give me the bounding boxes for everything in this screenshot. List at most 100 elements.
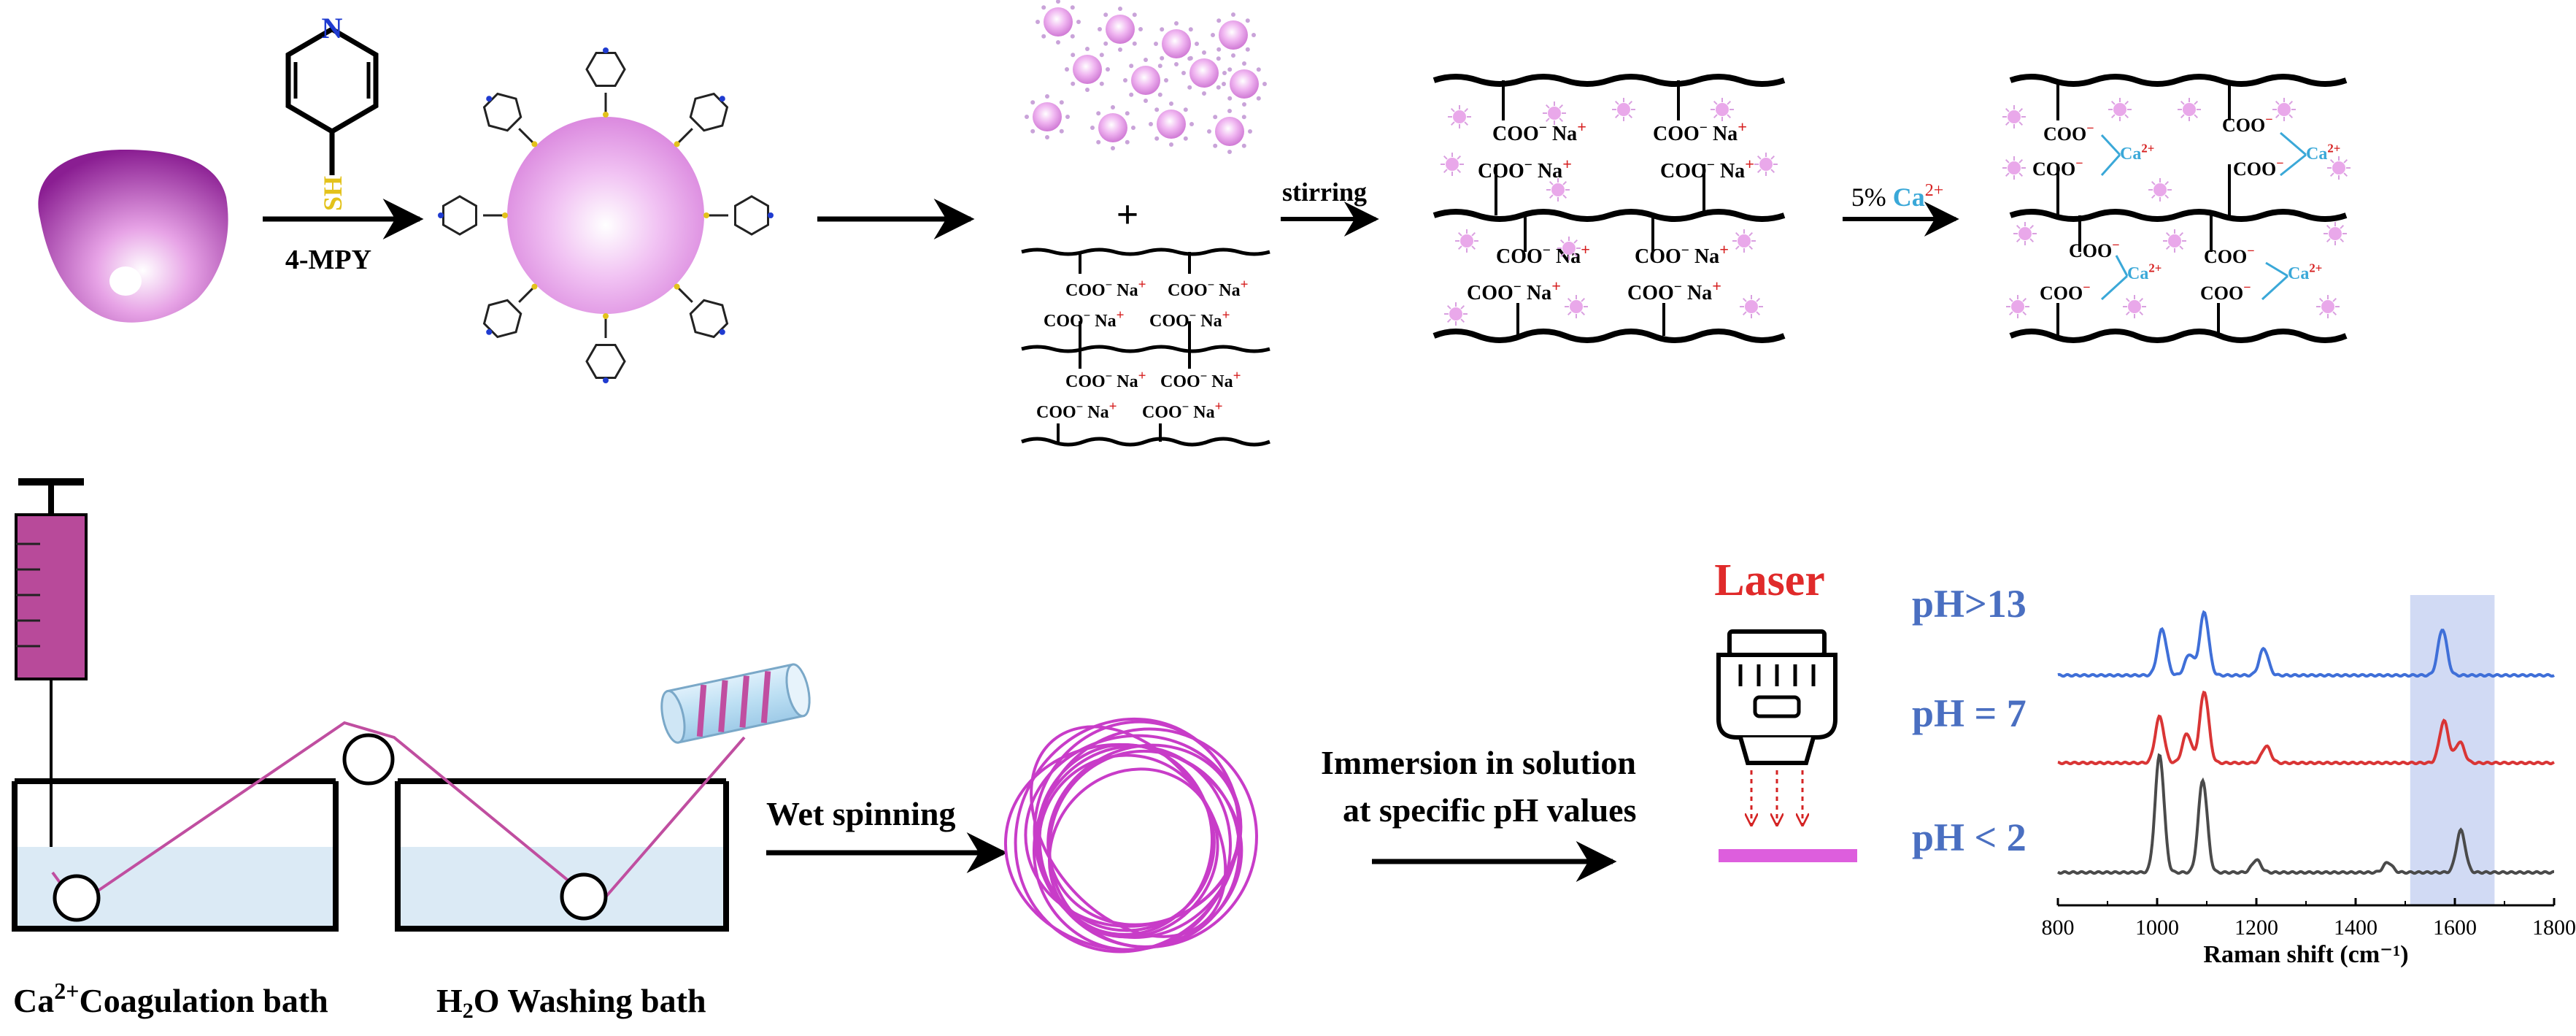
ligand-dot [1025, 115, 1029, 119]
mini-ray [1756, 169, 1762, 174]
nitrogen-dot [603, 47, 609, 53]
ligand-dot [1211, 33, 1215, 37]
mini-ray [1562, 194, 1567, 199]
minus-charge: − [1084, 308, 1091, 322]
nanoparticle-blob [38, 150, 228, 323]
carboxylate: COO [2040, 283, 2083, 304]
calcium-charge: 2+ [2327, 141, 2340, 155]
mini-ray [2018, 158, 2024, 164]
ligand-dot [1065, 67, 1069, 72]
ligand-dot [1183, 136, 1188, 141]
pyridine-ligand [585, 47, 626, 118]
nitrogen-dot [486, 329, 493, 335]
sodium: Na [1090, 312, 1116, 331]
ligand-dot [1252, 33, 1256, 37]
pyridine-ring [482, 299, 522, 339]
mini-ray [2164, 194, 2170, 199]
ionic-bond [2261, 275, 2289, 301]
sulfur-dot [603, 112, 609, 118]
mini-ray [1545, 104, 1550, 109]
nanoparticle [1036, 0, 1081, 45]
mini-ray [1581, 297, 1586, 302]
x-tick-label: 1400 [2334, 916, 2378, 940]
pyridine-ligand [674, 92, 729, 147]
mini-ray [2022, 311, 2027, 316]
mini-ray [2029, 224, 2035, 229]
fiber-loop [1003, 743, 1243, 951]
mini-ray [1567, 311, 1572, 316]
nanoparticle-core [1189, 58, 1219, 88]
sodium: Na [1083, 403, 1108, 422]
mini-ray [2326, 224, 2331, 229]
sulfur-dot [502, 212, 508, 218]
carboxylate-group: COO− [2200, 280, 2251, 304]
minus-charge: − [1076, 399, 1084, 413]
sodium: Na [1207, 372, 1233, 391]
mini-ray [2124, 100, 2129, 105]
nanoparticle-mini [2316, 295, 2340, 318]
mini-ray [2110, 100, 2116, 105]
plus-charge: + [1581, 240, 1590, 258]
mini-ray [1628, 100, 1633, 105]
mini-ray [1628, 114, 1633, 119]
ligand-dot [1262, 82, 1267, 86]
ligand-dot [1065, 115, 1070, 119]
ligand-dot [1157, 92, 1162, 97]
mini-ray [1443, 169, 1448, 174]
coo-na-group: COO− Na+ [1168, 277, 1249, 300]
mini-ray [2340, 238, 2345, 243]
minus-charge: − [1513, 280, 1522, 295]
mini-ray [1756, 297, 1761, 302]
ligand-dot [1216, 18, 1222, 23]
wash-h: H [436, 982, 463, 1019]
ligand-dot [1154, 136, 1160, 141]
nanoparticle [1154, 21, 1199, 66]
sodium: Na [1112, 372, 1138, 391]
plus-charge: + [1712, 277, 1721, 295]
mini-ray [2008, 311, 2013, 316]
mini-ray [1446, 318, 1451, 323]
minus-charge: − [1524, 158, 1532, 173]
nanoparticle-core [1230, 69, 1259, 99]
mini-ray [1457, 169, 1462, 174]
ligand-dot [1213, 115, 1218, 120]
plus-charge: + [1215, 399, 1223, 414]
calcium-ion: Ca2+ [2120, 141, 2154, 164]
nanoparticle-core [1215, 117, 1244, 146]
nanoparticle-mini [2148, 178, 2172, 202]
ligand-dot [1169, 101, 1173, 106]
mini-ray [1464, 121, 1469, 126]
ligand-dot [1111, 146, 1115, 150]
calcium-ion: Ca2+ [2288, 261, 2322, 283]
nanoparticle-mini [2002, 105, 2026, 128]
mini-ray [1748, 231, 1754, 237]
calcium-ion: Ca2+ [2306, 141, 2340, 164]
pyridine-ring [689, 299, 729, 339]
nanoparticle-core [1073, 55, 1102, 84]
nanoparticle-mini [1557, 237, 1581, 260]
nanoparticle [1090, 105, 1135, 150]
ligand-dot [1227, 150, 1232, 154]
mini-ray [1581, 311, 1586, 316]
mini-ray [2318, 311, 2324, 316]
mini-ray [1559, 239, 1565, 244]
coo-na-group: COO− Na+ [1653, 118, 1747, 145]
ligand-dot [1070, 34, 1075, 39]
carboxylate: COO [1496, 245, 1543, 268]
sodium-alginate-chains: COO− Na+COO− Na+COO− Na+COO− Na+COO− Na+… [1021, 248, 1270, 447]
nanoparticle-mini [1444, 302, 1468, 326]
ligand-dot [1059, 100, 1064, 105]
ligand-dot [1213, 143, 1218, 148]
nanoparticle-mini [2272, 98, 2296, 121]
mini-core [1759, 158, 1773, 171]
ligand-dot [1144, 99, 1148, 103]
mini-ray [1559, 104, 1564, 109]
mini-ray [2332, 297, 2337, 302]
minus-charge: − [1106, 277, 1113, 291]
carboxylate: COO [2032, 158, 2075, 180]
carboxylate-group: COO− [2069, 238, 2120, 261]
coo-na-group: COO− Na+ [1478, 155, 1572, 183]
coo-na-group: COO− Na+ [1044, 307, 1125, 331]
